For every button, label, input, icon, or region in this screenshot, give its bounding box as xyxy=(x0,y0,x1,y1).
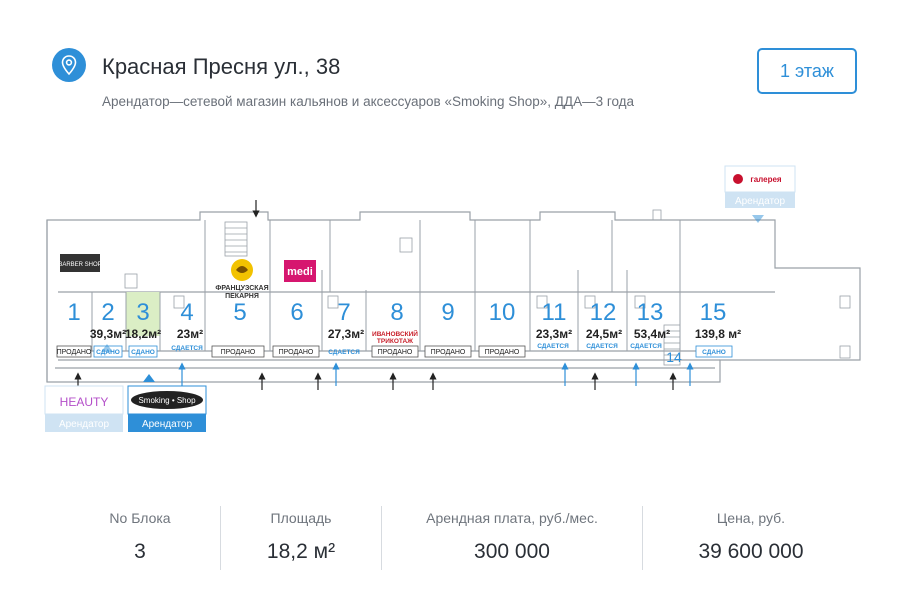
svg-text:Арендатор: Арендатор xyxy=(142,419,193,430)
unit-number-8[interactable]: 8 xyxy=(390,299,403,326)
bakery-logo xyxy=(231,259,253,281)
unit-status-box-1 xyxy=(56,345,92,358)
unit-status-4: СДАЕТСЯ xyxy=(171,345,203,352)
unit-number-11[interactable]: 11 xyxy=(542,299,567,326)
unit-number-12[interactable]: 12 xyxy=(590,299,617,326)
unit-status-box-6 xyxy=(272,345,320,358)
unit-area-15: 139,8 м² xyxy=(695,327,741,341)
floor-button[interactable]: 1 этаж xyxy=(757,48,857,94)
unit-status-11: СДАЕТСЯ xyxy=(537,343,569,350)
svg-text:Арендатор: Арендатор xyxy=(735,196,786,207)
unit-number-3[interactable]: 3 xyxy=(136,299,149,326)
unit-status-13: СДАЕТСЯ xyxy=(630,343,662,350)
unit-status-5: ПРОДАНО xyxy=(221,349,256,356)
unit-area-2: 39,3м² xyxy=(90,327,126,341)
unit-number-15[interactable]: 15 xyxy=(700,299,727,326)
unit-number-14[interactable]: 14 xyxy=(666,349,682,365)
svg-text:medi: medi xyxy=(287,266,313,278)
unit-number-2[interactable]: 2 xyxy=(101,299,114,326)
tenant-badge-smoking-shop[interactable]: Smoking • Shop Арендатор xyxy=(127,385,207,432)
unit-status-2: СДАНО xyxy=(96,349,120,356)
tenant-info: Арендатор—сетевой магазин кальянов и акс… xyxy=(102,94,635,109)
unit-area-13: 53,4м² xyxy=(634,327,670,341)
unit-status-8: ПРОДАНО xyxy=(378,349,413,356)
unit-status-box-9 xyxy=(424,345,472,358)
unit-status-9: ПРОДАНО xyxy=(431,349,466,356)
unit-status-box-8 xyxy=(371,345,419,358)
unit-status-10: ПРОДАНО xyxy=(485,349,520,356)
unit-number-5[interactable]: 5 xyxy=(233,299,246,326)
svg-text:Smoking • Shop: Smoking • Shop xyxy=(138,396,196,405)
unit-number-6[interactable]: 6 xyxy=(290,299,303,326)
unit-status-box-5 xyxy=(211,345,265,358)
stat-rent: Арендная плата, руб./мес. 300 000 xyxy=(426,510,598,563)
unit-status-15: СДАНО xyxy=(702,349,726,356)
stat-price: Цена, руб. 39 600 000 xyxy=(698,510,804,563)
unit-area-12: 24,5м² xyxy=(586,327,622,341)
header: Красная Пресня ул., 38 Арендатор—сетевой… xyxy=(0,0,900,120)
svg-text:ПЕКАРНЯ: ПЕКАРНЯ xyxy=(225,293,259,300)
unit-number-13[interactable]: 13 xyxy=(637,299,664,326)
medi-logo: medi xyxy=(284,260,316,282)
svg-text:Арендатор: Арендатор xyxy=(59,419,110,430)
unit-area-11: 23,3м² xyxy=(536,327,572,341)
bakery-label: ФРАНЦУЗСКАЯ xyxy=(215,285,268,292)
unit-number-10[interactable]: 10 xyxy=(489,299,516,326)
unit-status-7: СДАЕТСЯ xyxy=(328,349,360,356)
divider xyxy=(381,506,382,570)
unit-3-highlight xyxy=(126,292,160,336)
divider xyxy=(642,506,643,570)
unit-status-box-15 xyxy=(695,345,733,358)
unit-status-6: ПРОДАНО xyxy=(279,349,314,356)
svg-text:галерея: галерея xyxy=(750,175,782,184)
unit-status-box-3 xyxy=(128,345,158,358)
svg-text:HEAUTY: HEAUTY xyxy=(60,395,109,409)
tenant-badge-heauty[interactable]: HEAUTY Арендатор xyxy=(44,385,124,432)
unit-status-box-10 xyxy=(478,345,526,358)
ivanovsky-label-1: ИВАНОВСКИЙ xyxy=(372,329,418,338)
unit-area-4: 23м² xyxy=(177,327,203,341)
unit-status-3: СДАНО xyxy=(131,349,155,356)
ivanovsky-label-2: ТРИКОТАЖ xyxy=(377,338,413,345)
map-pin-icon xyxy=(52,48,86,82)
divider xyxy=(220,506,221,570)
stat-area: Площадь 18,2 м² xyxy=(266,510,336,563)
tenant-badge-galereya[interactable]: галерея Арендатор xyxy=(724,165,796,208)
floor-plan: BARBER SHOP ФРАНЦУЗСКАЯ ПЕКАРНЯ medi ИВА… xyxy=(0,150,900,440)
unit-status-12: СДАЕТСЯ xyxy=(586,343,618,350)
page-title: Красная Пресня ул., 38 xyxy=(102,54,341,79)
unit-number-4[interactable]: 4 xyxy=(180,299,193,326)
unit-number-7[interactable]: 7 xyxy=(337,299,350,326)
floor-plan-drawing: BARBER SHOP ФРАНЦУЗСКАЯ ПЕКАРНЯ medi ИВА… xyxy=(44,165,861,432)
barber-logo: BARBER SHOP xyxy=(58,254,102,272)
unit-area-3: 18,2м² xyxy=(125,327,161,341)
unit-number-9[interactable]: 9 xyxy=(441,299,454,326)
svg-text:BARBER SHOP: BARBER SHOP xyxy=(58,262,101,268)
stat-block-number: No Блока 3 xyxy=(109,510,171,563)
unit-number-1[interactable]: 1 xyxy=(67,299,80,326)
unit-area-7: 27,3м² xyxy=(328,327,364,341)
unit-status-1: ПРОДАНО xyxy=(57,349,92,356)
unit-stats: No Блока 3 Площадь 18,2 м² Арендная плат… xyxy=(60,506,860,576)
